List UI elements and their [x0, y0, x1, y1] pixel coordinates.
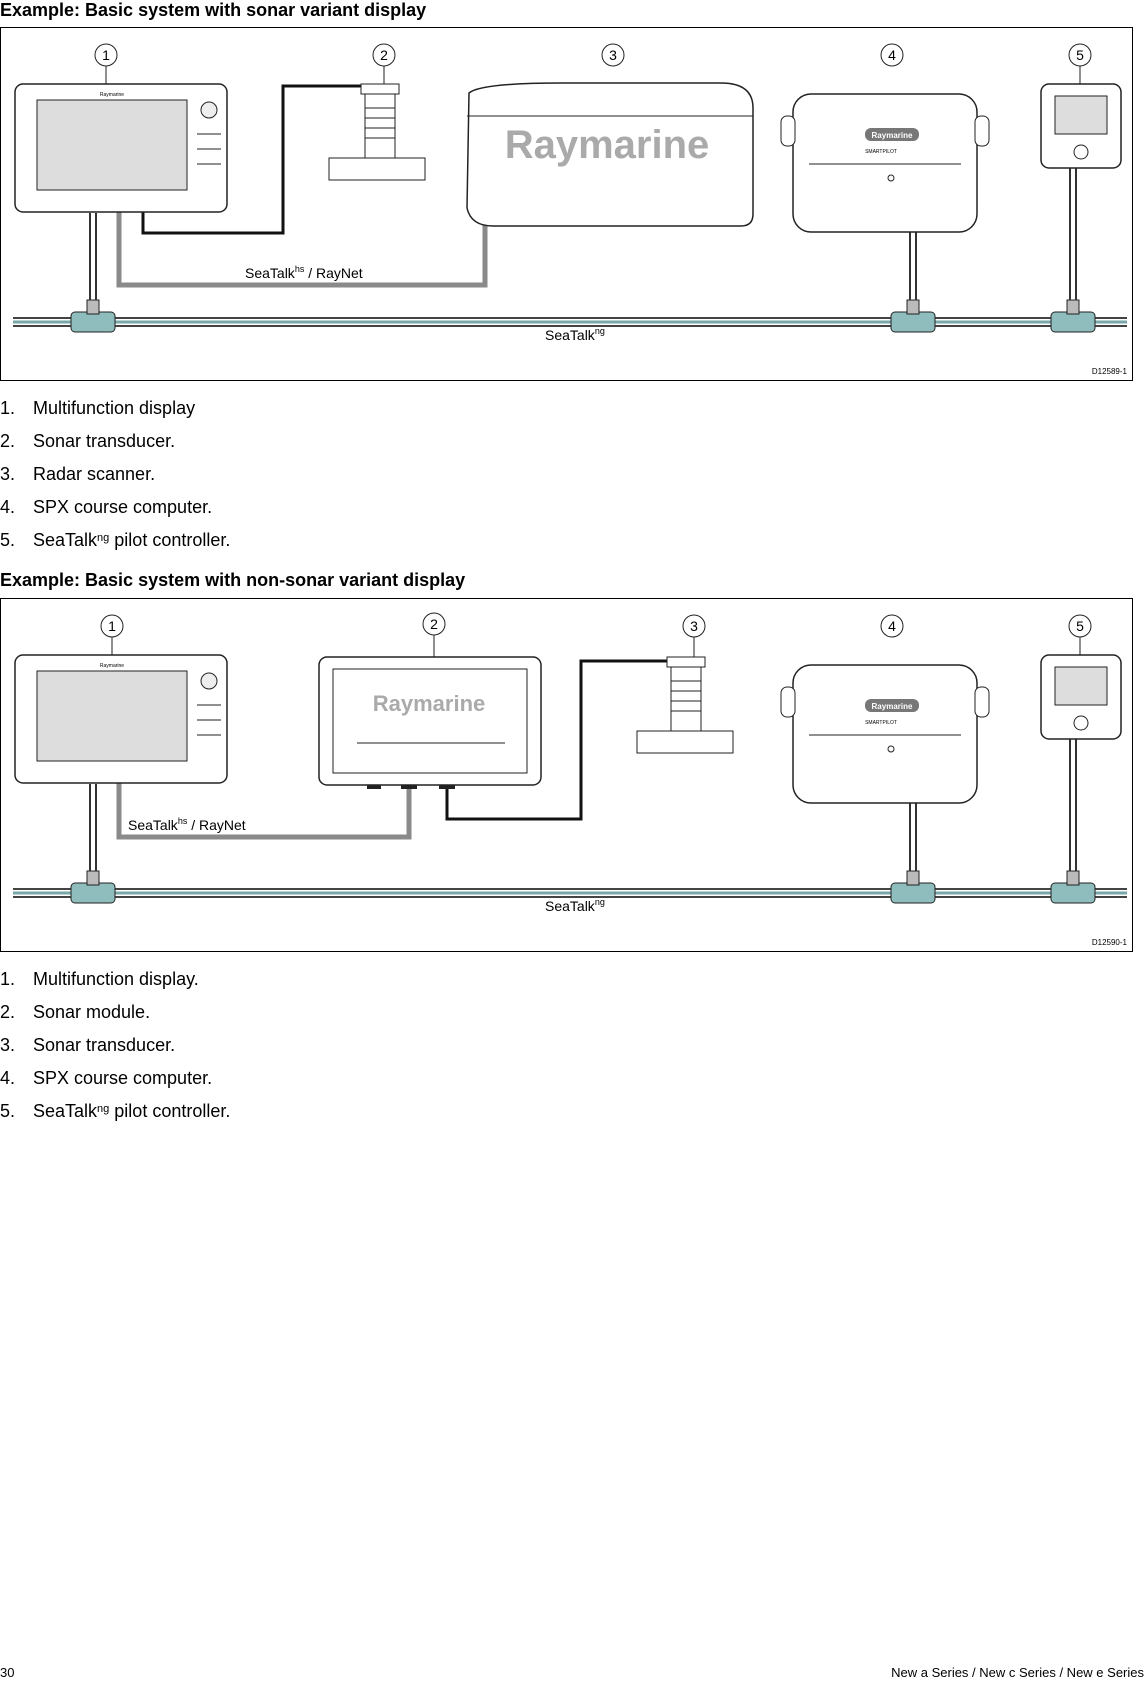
callout-3: 3 — [682, 614, 706, 657]
course-computer-brand-label: Raymarine — [872, 702, 913, 711]
display-brand-label: Raymarine — [100, 92, 124, 98]
seatalkng-label: SeaTalkng — [545, 326, 605, 343]
radar-brand-label: Raymarine — [505, 123, 710, 167]
sonar-module-brand-label: Raymarine — [373, 691, 486, 716]
sonar-transducer — [636, 656, 734, 754]
callout-2: 2 — [422, 612, 446, 657]
callout-3: 3 — [601, 43, 625, 67]
spx-course-computer: Raymarine SMARTPILOT — [780, 93, 990, 233]
pilot-controller — [1040, 654, 1122, 740]
t-piece-connector — [1050, 870, 1096, 904]
list-item: 5.SeaTalkng pilot controller. — [0, 1101, 231, 1121]
seatalkhs-raynet-cable — [116, 777, 412, 840]
course-computer-brand-label: Raymarine — [872, 131, 913, 140]
transducer-cable — [141, 84, 381, 235]
multifunction-display: Raymarine — [14, 654, 228, 784]
list-item: 1.Multifunction display. — [0, 969, 199, 989]
sonar-module: Raymarine — [318, 656, 542, 789]
callout-2: 2 — [372, 43, 396, 84]
list-item: 4.SPX course computer. — [0, 1068, 213, 1088]
example1-legend-list: 1.Multifunction display 2.Sonar transduc… — [0, 397, 230, 562]
svg-text:2: 2 — [430, 616, 438, 632]
list-item: 2.Sonar transducer. — [0, 431, 176, 451]
multifunction-display: Raymarine — [14, 83, 228, 213]
t-piece-connector — [890, 299, 936, 333]
figure-id: D12589-1 — [1092, 367, 1128, 376]
example2-heading: Example: Basic system with non-sonar var… — [0, 570, 466, 590]
system-diagram-sonar-variant: Raymarine Raymarine Raymarine SMARTPILOT… — [13, 43, 1128, 376]
svg-text:1: 1 — [102, 47, 110, 63]
example2-figure: Raymarine Raymarine Raymarine SMARTPILOT — [0, 598, 1133, 952]
transducer-cable — [445, 659, 687, 821]
callout-4: 4 — [880, 43, 904, 67]
seatalkhs-raynet-label: SeaTalkhs / RayNet — [245, 264, 363, 281]
svg-text:5: 5 — [1076, 47, 1084, 63]
svg-text:4: 4 — [888, 47, 896, 63]
smartpilot-badge: SMARTPILOT — [865, 149, 897, 155]
list-item: 3.Sonar transducer. — [0, 1035, 176, 1055]
list-item: 2.Sonar module. — [0, 1002, 151, 1022]
callout-4: 4 — [880, 614, 904, 638]
list-item: 3.Radar scanner. — [0, 464, 156, 484]
page-number: 30 — [0, 1665, 15, 1680]
display-brand-label: Raymarine — [100, 663, 124, 669]
callout-5: 5 — [1068, 43, 1092, 84]
seatalkng-label: SeaTalkng — [545, 897, 605, 914]
svg-text:4: 4 — [888, 618, 896, 634]
spx-course-computer: Raymarine SMARTPILOT — [780, 664, 990, 804]
seatalkng-backbone — [13, 888, 1127, 898]
example1-figure: Raymarine Raymarine Raymarine SMARTPILOT… — [0, 27, 1133, 381]
pilot-controller — [1040, 83, 1122, 169]
t-piece-connector — [1050, 299, 1096, 333]
seatalkhs-raynet-cable — [116, 193, 488, 288]
t-piece-connector — [890, 870, 936, 904]
system-diagram-non-sonar-variant: Raymarine Raymarine Raymarine SMARTPILOT — [13, 612, 1128, 947]
example2-legend-list: 1.Multifunction display. 2.Sonar module.… — [0, 968, 230, 1133]
svg-text:3: 3 — [690, 618, 698, 634]
svg-text:2: 2 — [380, 47, 388, 63]
svg-text:3: 3 — [609, 47, 617, 63]
t-piece-connector — [70, 299, 116, 333]
list-item: 4.SPX course computer. — [0, 497, 213, 517]
seatalkng-backbone — [13, 317, 1127, 327]
footer-title: New a Series / New c Series / New e Seri… — [891, 1665, 1144, 1680]
smartpilot-badge: SMARTPILOT — [865, 720, 897, 726]
sonar-transducer — [328, 83, 426, 181]
callout-5: 5 — [1068, 614, 1092, 655]
seatalkhs-raynet-label: SeaTalkhs / RayNet — [128, 816, 246, 833]
list-item: 5.SeaTalkng pilot controller. — [0, 530, 231, 550]
figure-id: D12590-1 — [1092, 938, 1128, 947]
callout-1: 1 — [94, 43, 118, 84]
svg-text:1: 1 — [108, 618, 116, 634]
example1-heading: Example: Basic system with sonar variant… — [0, 0, 427, 20]
list-item: 1.Multifunction display — [0, 398, 196, 418]
svg-text:5: 5 — [1076, 618, 1084, 634]
t-piece-connector — [70, 870, 116, 904]
radar-scanner: Raymarine — [466, 82, 754, 227]
callout-1: 1 — [100, 614, 124, 655]
